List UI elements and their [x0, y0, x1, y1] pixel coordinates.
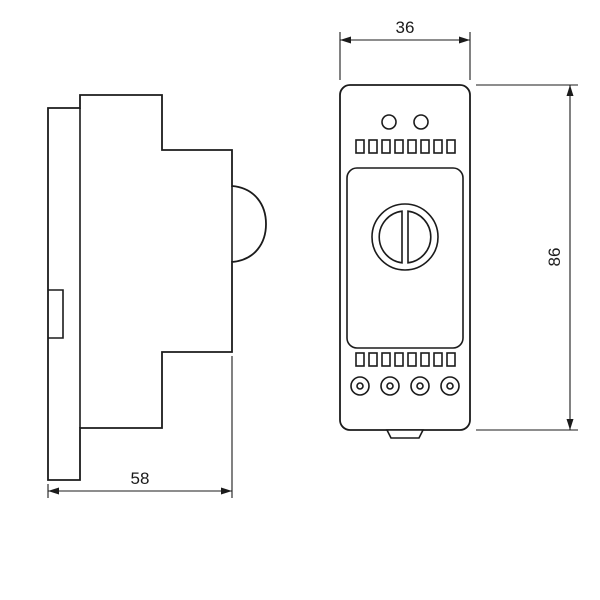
vent-slot	[446, 352, 456, 367]
dial-outer-circle	[371, 203, 439, 271]
screw-hole-left	[381, 114, 397, 130]
terminal-screw-center	[446, 382, 454, 390]
terminal-screw	[380, 376, 400, 396]
arrowhead-right	[221, 487, 232, 495]
dial-slot-right-half	[407, 210, 432, 264]
vent-slot	[381, 352, 391, 367]
front-panel	[346, 167, 464, 349]
vent-slot	[394, 139, 404, 154]
vent-slots-top	[355, 139, 456, 154]
vent-slot	[355, 352, 365, 367]
side-view	[47, 94, 267, 481]
vent-slot	[368, 352, 378, 367]
vent-slot	[446, 139, 456, 154]
vent-slot	[407, 352, 417, 367]
vent-slot	[381, 139, 391, 154]
vent-slot	[368, 139, 378, 154]
vent-slot	[394, 352, 404, 367]
vent-slot	[420, 352, 430, 367]
terminal-screw	[350, 376, 370, 396]
terminal-screw-center	[386, 382, 394, 390]
arrowhead-left	[48, 487, 59, 495]
terminal-screw-center	[416, 382, 424, 390]
terminal-screws	[350, 376, 460, 396]
dial-slot-left-half	[378, 210, 403, 264]
vent-slot	[433, 139, 443, 154]
terminal-screw	[440, 376, 460, 396]
arrowhead-right	[459, 36, 470, 44]
dimension-height: 86	[476, 84, 578, 431]
dimension-height-label: 86	[545, 248, 564, 267]
dimension-width: 36	[339, 18, 471, 80]
vent-slot	[355, 139, 365, 154]
arrowhead-left	[340, 36, 351, 44]
vent-slots-bottom	[355, 352, 456, 367]
adjustment-dial	[371, 203, 439, 271]
arrowhead-bottom	[566, 419, 574, 430]
dimension-width-label: 36	[396, 18, 415, 37]
terminal-screw	[410, 376, 430, 396]
terminal-screw-center	[356, 382, 364, 390]
vent-slot	[407, 139, 417, 154]
side-view-outline	[47, 94, 267, 481]
front-view	[339, 84, 471, 439]
bottom-mount-tab	[385, 429, 425, 439]
vent-slot	[420, 139, 430, 154]
arrowhead-top	[566, 85, 574, 96]
dimension-depth: 58	[47, 356, 233, 498]
screw-hole-right	[413, 114, 429, 130]
dimension-depth-label: 58	[131, 469, 150, 488]
din-rail-groove	[48, 289, 64, 339]
vent-slot	[433, 352, 443, 367]
